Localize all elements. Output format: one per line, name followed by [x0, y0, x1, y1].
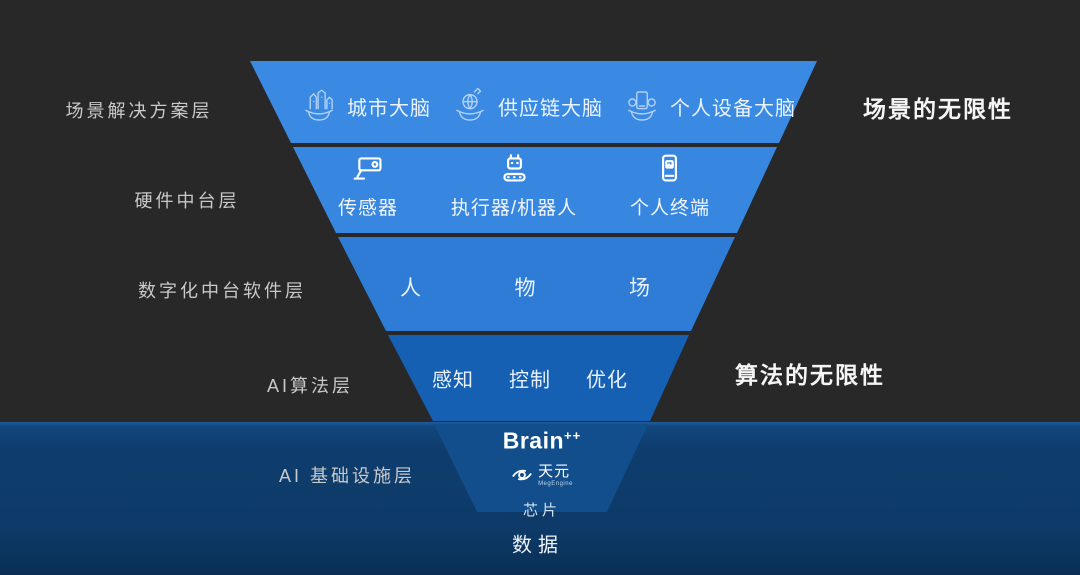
megengine-logo-line: 天元 MegEngine	[511, 464, 573, 487]
scenario-row: 城市大脑 供应链大脑 个人设备大脑	[298, 85, 796, 127]
supply-chain-brain-icon	[456, 87, 484, 121]
software-row: 人 物 场	[400, 272, 650, 302]
scenario-item-label: 个人设备大脑	[670, 97, 796, 120]
scenario-item-personal-device-brain: 个人设备大脑	[621, 85, 796, 127]
brainpp-logo: Brain++	[502, 427, 582, 454]
smartphone-icon	[662, 154, 678, 182]
city-brain-icon	[305, 89, 333, 121]
megengine-name: 天元	[538, 462, 571, 480]
software-item-people: 人	[400, 277, 421, 300]
software-item-things: 物	[514, 277, 536, 300]
note-algorithm-infinity: 算法的无限性	[735, 362, 885, 388]
layer-label-algorithm: AI算法层	[266, 376, 354, 396]
sensor-camera-icon	[353, 157, 382, 180]
personal-device-brain-icon	[628, 91, 656, 121]
layer-label-infrastructure: AI 基础设施层	[278, 466, 416, 486]
layer-label-software: 数字化中台软件层	[138, 281, 306, 301]
hardware-item-sensor: 传感器	[338, 152, 398, 220]
hardware-item-label: 执行器/机器人	[450, 198, 578, 219]
algorithm-item-optimization: 优化	[586, 369, 628, 392]
chip-label: 芯片	[522, 501, 561, 519]
scenario-item-city-brain: 城市大脑	[298, 85, 431, 127]
software-item-scenes: 场	[629, 277, 650, 300]
layer-label-hardware: 硬件中台层	[134, 191, 240, 211]
megengine-subtitle: MegEngine	[538, 480, 573, 487]
scenario-item-supply-chain-brain: 供应链大脑	[449, 85, 603, 127]
algorithm-item-control: 控制	[509, 369, 551, 392]
algorithm-row: 感知 控制 优化	[432, 364, 628, 393]
algorithm-item-perception: 感知	[432, 369, 474, 392]
hardware-item-personal-terminal: 个人终端	[630, 152, 710, 220]
megengine-eye-icon	[512, 469, 532, 481]
hardware-item-label: 传感器	[338, 198, 399, 219]
hardware-item-label: 个人终端	[629, 198, 710, 219]
scenario-item-label: 供应链大脑	[498, 97, 603, 120]
robot-icon	[502, 154, 526, 182]
hardware-row: 传感器 执行器/机器人 个人终端	[338, 152, 710, 220]
infrastructure-stack: Brain++ 天元 MegEngine 芯片	[452, 424, 632, 520]
scenario-item-label: 城市大脑	[347, 97, 431, 120]
brainpp-plusplus: ++	[564, 428, 582, 443]
layer-label-scenario: 场景解决方案层	[65, 101, 213, 121]
hardware-item-robot: 执行器/机器人	[451, 152, 577, 220]
note-scenario-infinity: 场景的无限性	[863, 96, 1013, 122]
data-label: 数据	[512, 534, 564, 557]
